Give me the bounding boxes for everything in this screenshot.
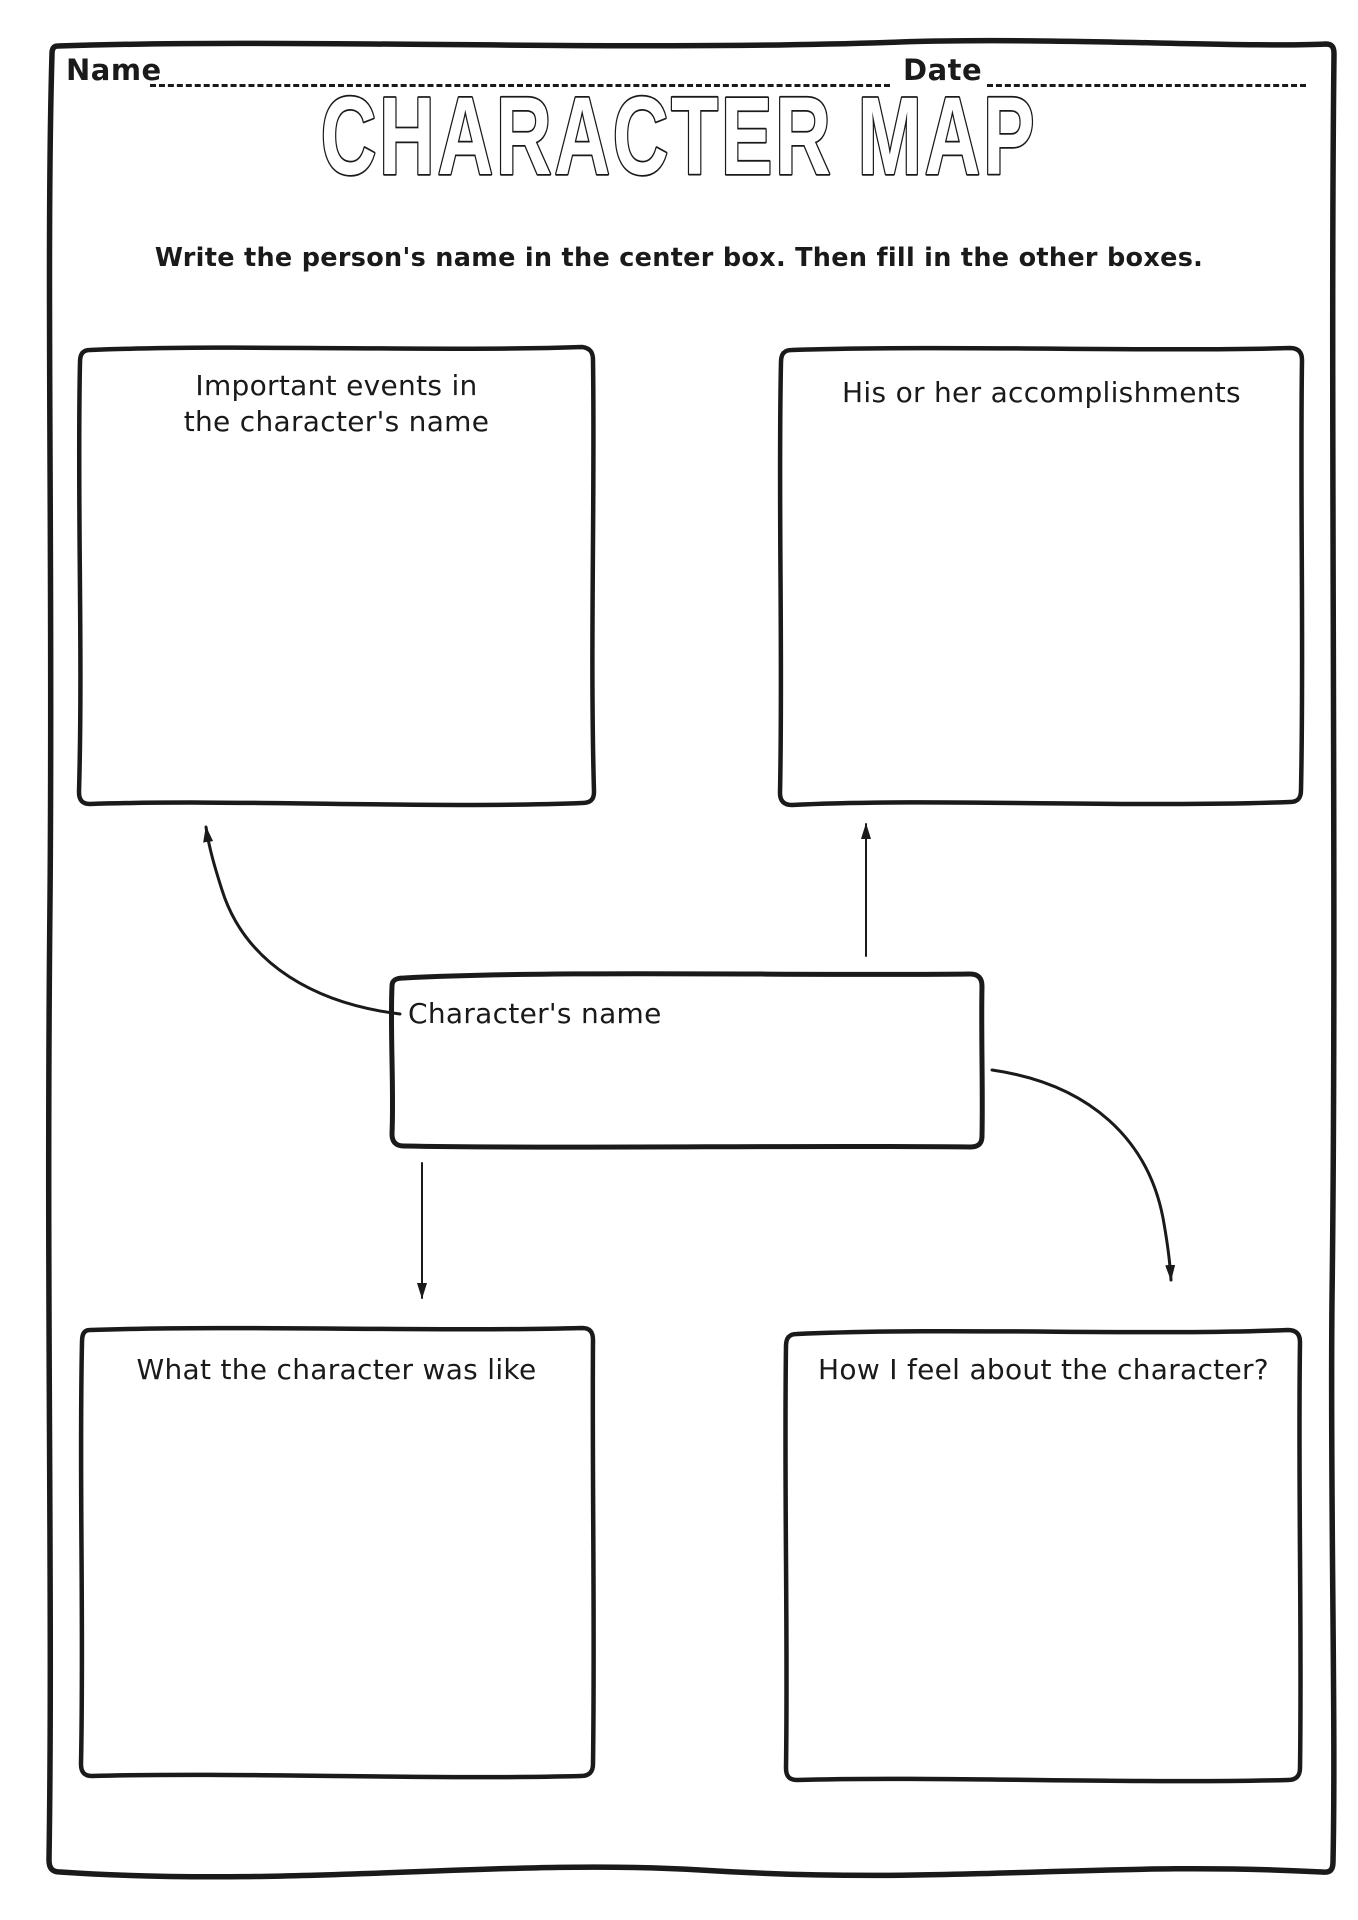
page-title: CHARACTER MAP <box>321 90 1037 195</box>
important-events-box-outline <box>76 344 597 808</box>
important-events-label-line2: the character's name <box>183 405 490 438</box>
accomplishments-label: His or her accomplishments <box>842 376 1241 409</box>
feelings-label: How I feel about the character? <box>818 1353 1269 1386</box>
feelings-box-outline <box>783 1327 1303 1784</box>
important-events-label: Important events in the character's name <box>95 368 578 440</box>
name-label: Name <box>66 53 162 87</box>
accomplishments-box-outline <box>777 345 1305 808</box>
name-line[interactable] <box>150 84 890 87</box>
character-like-box-outline <box>78 1325 596 1780</box>
date-label: Date <box>903 53 983 87</box>
subtitle: Write the person's name in the center bo… <box>154 243 1204 273</box>
date-line[interactable] <box>987 84 1306 87</box>
page-border <box>45 37 1337 1880</box>
arrow-to-feelings <box>990 1068 1176 1282</box>
character-name-box-outline <box>388 971 985 1150</box>
arrow-to-important-events <box>203 825 402 1016</box>
character-like-box[interactable] <box>81 1327 594 1777</box>
character-like-label: What the character was like <box>136 1353 537 1386</box>
feelings-box[interactable] <box>786 1330 1301 1780</box>
accomplishments-box[interactable] <box>780 347 1303 805</box>
important-events-label-line1: Important events in <box>195 369 478 402</box>
title-block: CHARACTER MAP <box>0 74 1358 200</box>
character-name-label: Character's name <box>408 997 662 1030</box>
